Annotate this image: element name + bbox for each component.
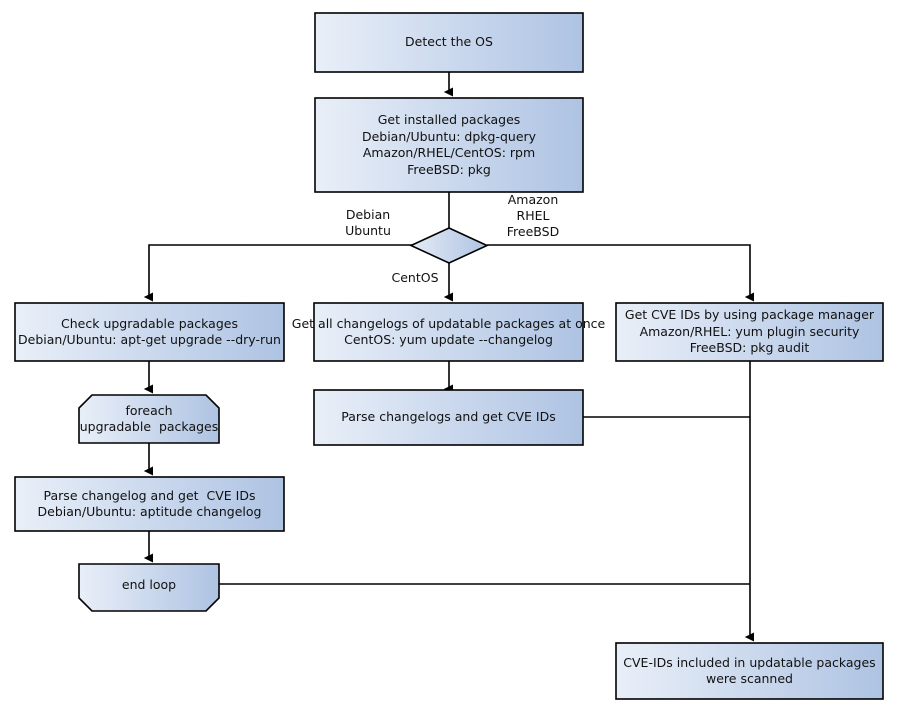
edge-decision-right [487,244,755,302]
edge-label-amazon-rhel-freebsd: Amazon RHEL FreeBSD [506,192,560,239]
edge-decision-left [143,244,418,302]
node-get-installed-packages [314,97,584,193]
node-get-all-changelogs [313,302,584,362]
node-scanned-result [615,642,884,700]
node-end-loop [78,563,220,612]
edge-label-centos: CentOS [391,270,439,285]
node-check-upgradable [14,302,285,362]
node-foreach-loop-start [78,394,220,444]
node-get-cve-ids-pkgmgr [615,302,884,362]
node-parse-changelogs-centos [313,389,584,446]
edge-label-debian-ubuntu: Debian Ubuntu [345,207,391,238]
node-os-decision [409,227,489,264]
node-parse-changelog-debian [14,476,285,532]
node-detect-os [314,12,584,73]
